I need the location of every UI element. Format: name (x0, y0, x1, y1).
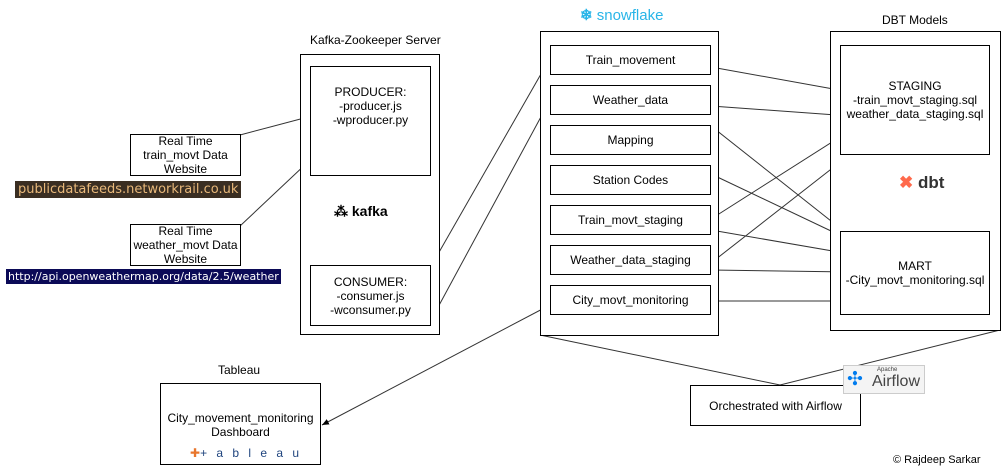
dbt-logo-text: dbt (917, 173, 945, 192)
table-city-movt-monitoring: City_movt_monitoring (550, 285, 711, 315)
arrow-city-monitoring-to-tableau (321, 304, 551, 426)
arrow-weather-data-staging-to-mart (710, 268, 851, 275)
arrow-station-codes-to-mart (710, 173, 851, 241)
table-weather-data-label: Weather_data (592, 93, 669, 107)
dbt-models-title: DBT Models (882, 13, 948, 27)
producer-line-3: -wproducer.py (332, 113, 409, 127)
train-source-line-2: train_movt Data (143, 148, 228, 162)
consumer-line-2: -consumer.js (336, 288, 405, 303)
table-station-codes: Station Codes (550, 165, 711, 195)
mart-line-2: -City_movt_monitoring.sql (845, 273, 985, 287)
airflow-orchestration-box: Orchestrated with Airflow (690, 385, 861, 426)
mart-line-1: MART (898, 259, 932, 273)
table-weather-data-staging: Weather_data_staging (550, 245, 711, 275)
train-source-line-3: Website (163, 162, 208, 176)
table-train-movement-label: Train_movement (585, 53, 676, 67)
consumer-line-3: -wconsumer.py (330, 302, 411, 317)
dbt-icon: ✖ (899, 173, 914, 192)
weather-source-url[interactable]: http://api.openweathermap.org/data/2.5/w… (6, 269, 281, 284)
table-train-movt-staging: Train_movt_staging (550, 205, 711, 235)
dbt-staging-box: STAGING -train_movt_staging.sql weather_… (840, 45, 990, 155)
dbt-mart-box: MART -City_movt_monitoring.sql (840, 231, 990, 315)
table-city-movt-monitoring-label: City_movt_monitoring (572, 293, 689, 307)
table-station-codes-label: Station Codes (592, 173, 669, 187)
kafka-logo: ⁂ kafka (334, 203, 388, 220)
arrow-train-movt-staging-to-mart (710, 229, 851, 256)
airflow-link-dbt (779, 329, 1001, 386)
table-weather-data-staging-label: Weather_data_staging (570, 253, 691, 267)
table-mapping-label: Mapping (607, 133, 654, 147)
snowflake-icon: ❄ (580, 7, 593, 24)
snowflake-logo: ❄ snowflake (580, 6, 663, 24)
arrow-weather-data-to-staging (710, 105, 851, 119)
producer-line-1: PRODUCER: (334, 85, 407, 99)
airflow-logo-small: Apache (877, 367, 898, 373)
table-train-movement: Train_movement (550, 45, 711, 75)
dashboard-line-2: Dashboard (211, 425, 270, 439)
producer-line-2: -producer.js (339, 99, 402, 113)
kafka-icon: ⁂ (334, 203, 348, 219)
tableau-icon: ✚ (190, 446, 201, 460)
weather-source-line-3: Website (163, 252, 208, 266)
staging-line-3: weather_data_staging.sql (846, 107, 984, 121)
arrow-consumer-to-train-movement (429, 59, 550, 269)
weather-data-source-box: Real Time weather_movt Data Website (130, 224, 241, 266)
tableau-logo: ✚+ a b l e a u (190, 446, 302, 460)
train-source-url[interactable]: publicdatafeeds.networkrail.co.uk (15, 181, 242, 198)
producer-box: PRODUCER: -producer.js -wproducer.py (310, 66, 431, 176)
consumer-box: CONSUMER: -consumer.js -wconsumer.py (310, 265, 431, 326)
table-weather-data: Weather_data (550, 85, 711, 115)
airflow-icon: ✣ (847, 369, 863, 390)
tableau-title: Tableau (218, 363, 261, 377)
dashboard-line-1: City_movement_monitoring (167, 411, 314, 425)
airflow-logo: ✣ Apache Airflow (843, 365, 925, 394)
staging-line-1: STAGING (888, 79, 942, 93)
table-mapping: Mapping (550, 125, 711, 155)
weather-source-line-1: Real Time (158, 224, 213, 238)
airflow-link-snowflake (539, 334, 781, 386)
kafka-server-title: Kafka-Zookeeper Server (310, 33, 441, 47)
airflow-logo-text: Airflow (872, 373, 921, 390)
arrow-mapping-to-mart (710, 125, 851, 237)
arrow-consumer-to-weather-data (429, 101, 550, 323)
table-train-movt-staging-label: Train_movt_staging (578, 213, 683, 227)
train-source-line-1: Real Time (158, 134, 213, 148)
snowflake-logo-text: snowflake (596, 7, 664, 24)
airflow-label: Orchestrated with Airflow (709, 398, 842, 413)
weather-source-line-2: weather_movt Data (133, 238, 238, 252)
staging-line-2: -train_movt_staging.sql (852, 93, 978, 107)
arrow-train-movement-to-staging (710, 66, 851, 94)
train-data-source-box: Real Time train_movt Data Website (130, 134, 241, 176)
consumer-line-1: CONSUMER: (333, 274, 408, 289)
tableau-logo-text: + a b l e a u (200, 446, 303, 460)
tableau-dashboard-box: City_movement_monitoring Dashboard (160, 383, 321, 465)
kafka-logo-text: kafka (351, 203, 388, 219)
copyright-text: © Rajdeep Sarkar (893, 454, 981, 466)
dbt-logo: ✖ dbt (899, 173, 944, 193)
